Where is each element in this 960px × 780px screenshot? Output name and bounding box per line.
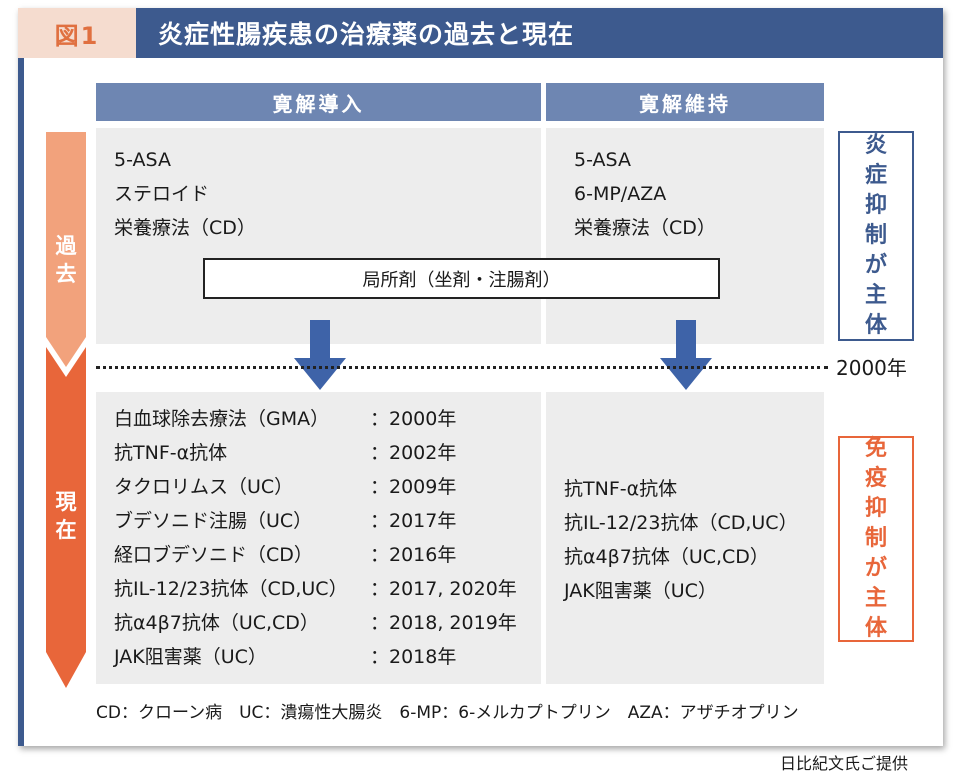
approval-year: ：2002年 <box>370 442 457 464</box>
vertical-char: 制 <box>864 526 887 551</box>
vertical-char: が <box>864 556 887 581</box>
vertical-char: 免 <box>864 436 887 461</box>
abbreviation-footnote: CD：クローン病 UC：潰瘍性大腸炎 6-MP：6-メルカプトプリン AZA：ア… <box>96 703 799 723</box>
list-item: JAK阻害薬（UC） <box>564 580 717 602</box>
list-item: ステロイド <box>114 183 210 205</box>
timeline-present-segment <box>46 347 86 688</box>
list-item: JAK阻害薬（UC） <box>114 646 267 668</box>
past-induction-box <box>96 128 541 344</box>
present-induction-years: ：2000年 ：2002年 ：2009年 ：2017年 ：2016年 ：2017… <box>370 402 517 674</box>
vertical-char: 疫 <box>864 466 887 491</box>
present-maintenance-list: 抗TNF-α抗体 抗IL-12/23抗体（CD,UC） 抗α4β7抗体（UC,C… <box>564 472 798 608</box>
local-agent-box: 局所剤（坐剤・注腸剤） <box>203 258 720 299</box>
list-item: ブデソニド注腸（UC） <box>114 510 313 532</box>
approval-year: ：2017年 <box>370 510 457 532</box>
year-divider-label: 2000年 <box>836 356 907 380</box>
list-item: 5-ASA <box>574 149 631 171</box>
approval-year: ：2018, 2019年 <box>370 612 517 634</box>
list-item: 5-ASA <box>114 149 171 171</box>
vertical-char: 去 <box>55 262 77 286</box>
figure-label: 図1 <box>18 8 136 58</box>
list-item: 栄養療法（CD） <box>574 217 716 239</box>
vertical-char: が <box>864 253 887 278</box>
side-label-past: 炎症抑制が主体 <box>838 131 914 341</box>
vertical-char: 抑 <box>864 193 887 218</box>
vertical-char: 症 <box>864 163 887 188</box>
approval-year: ：2016年 <box>370 544 457 566</box>
vertical-char: 抑 <box>864 496 887 521</box>
list-item: 抗IL-12/23抗体（CD,UC） <box>114 578 348 600</box>
vertical-char: 制 <box>864 223 887 248</box>
approval-year: ：2009年 <box>370 476 457 498</box>
timeline-past-segment <box>46 132 86 367</box>
vertical-char: 現 <box>55 490 77 514</box>
list-item: 抗α4β7抗体（UC,CD） <box>564 546 769 568</box>
list-item: 抗TNF-α抗体 <box>564 478 678 500</box>
past-maintenance-box <box>546 128 824 344</box>
list-item: 栄養療法（CD） <box>114 217 256 239</box>
down-arrow-induction <box>294 320 346 390</box>
present-induction-drugs: 白血球除去療法（GMA） 抗TNF-α抗体 タクロリムス（UC） ブデソニド注腸… <box>114 402 348 674</box>
vertical-char: 炎 <box>864 133 887 158</box>
vertical-char: 体 <box>864 313 887 338</box>
list-item: 白血球除去療法（GMA） <box>114 408 330 430</box>
side-label-present: 免疫抑制が主体 <box>838 436 914 642</box>
list-item: タクロリムス（UC） <box>114 476 294 498</box>
timeline-label-present: 現在 <box>46 488 86 544</box>
list-item: 抗α4β7抗体（UC,CD） <box>114 612 319 634</box>
vertical-char: 過 <box>55 234 77 258</box>
list-item: 経口ブデソニド（CD） <box>114 544 313 566</box>
left-border <box>18 58 24 746</box>
timeline-arrow <box>46 132 86 688</box>
approval-year: ：2018年 <box>370 646 457 668</box>
header-induction: 寛解導入 <box>96 83 541 121</box>
year-divider-line <box>96 366 828 369</box>
down-arrow-maintenance <box>660 320 712 390</box>
approval-year: ：2017, 2020年 <box>370 578 517 600</box>
list-item: 6-MP/AZA <box>574 183 667 205</box>
past-maintenance-list: 5-ASA 6-MP/AZA 栄養療法（CD） <box>574 143 716 245</box>
present-maintenance-box <box>546 392 824 684</box>
vertical-char: 主 <box>864 586 887 611</box>
vertical-char: 在 <box>55 518 77 542</box>
past-induction-list: 5-ASA ステロイド 栄養療法（CD） <box>114 143 256 245</box>
vertical-char: 体 <box>864 616 887 641</box>
vertical-char: 主 <box>864 283 887 308</box>
list-item: 抗IL-12/23抗体（CD,UC） <box>564 512 798 534</box>
list-item: 抗TNF-α抗体 <box>114 442 228 464</box>
title-bar <box>18 8 943 58</box>
approval-year: ：2000年 <box>370 408 457 430</box>
source-credit: 日比紀文氏ご提供 <box>780 754 909 773</box>
timeline-label-past: 過去 <box>46 232 86 288</box>
present-induction-box <box>96 392 541 684</box>
header-maintenance: 寛解維持 <box>546 83 824 121</box>
figure-title: 炎症性腸疾患の治療薬の過去と現在 <box>158 20 575 49</box>
